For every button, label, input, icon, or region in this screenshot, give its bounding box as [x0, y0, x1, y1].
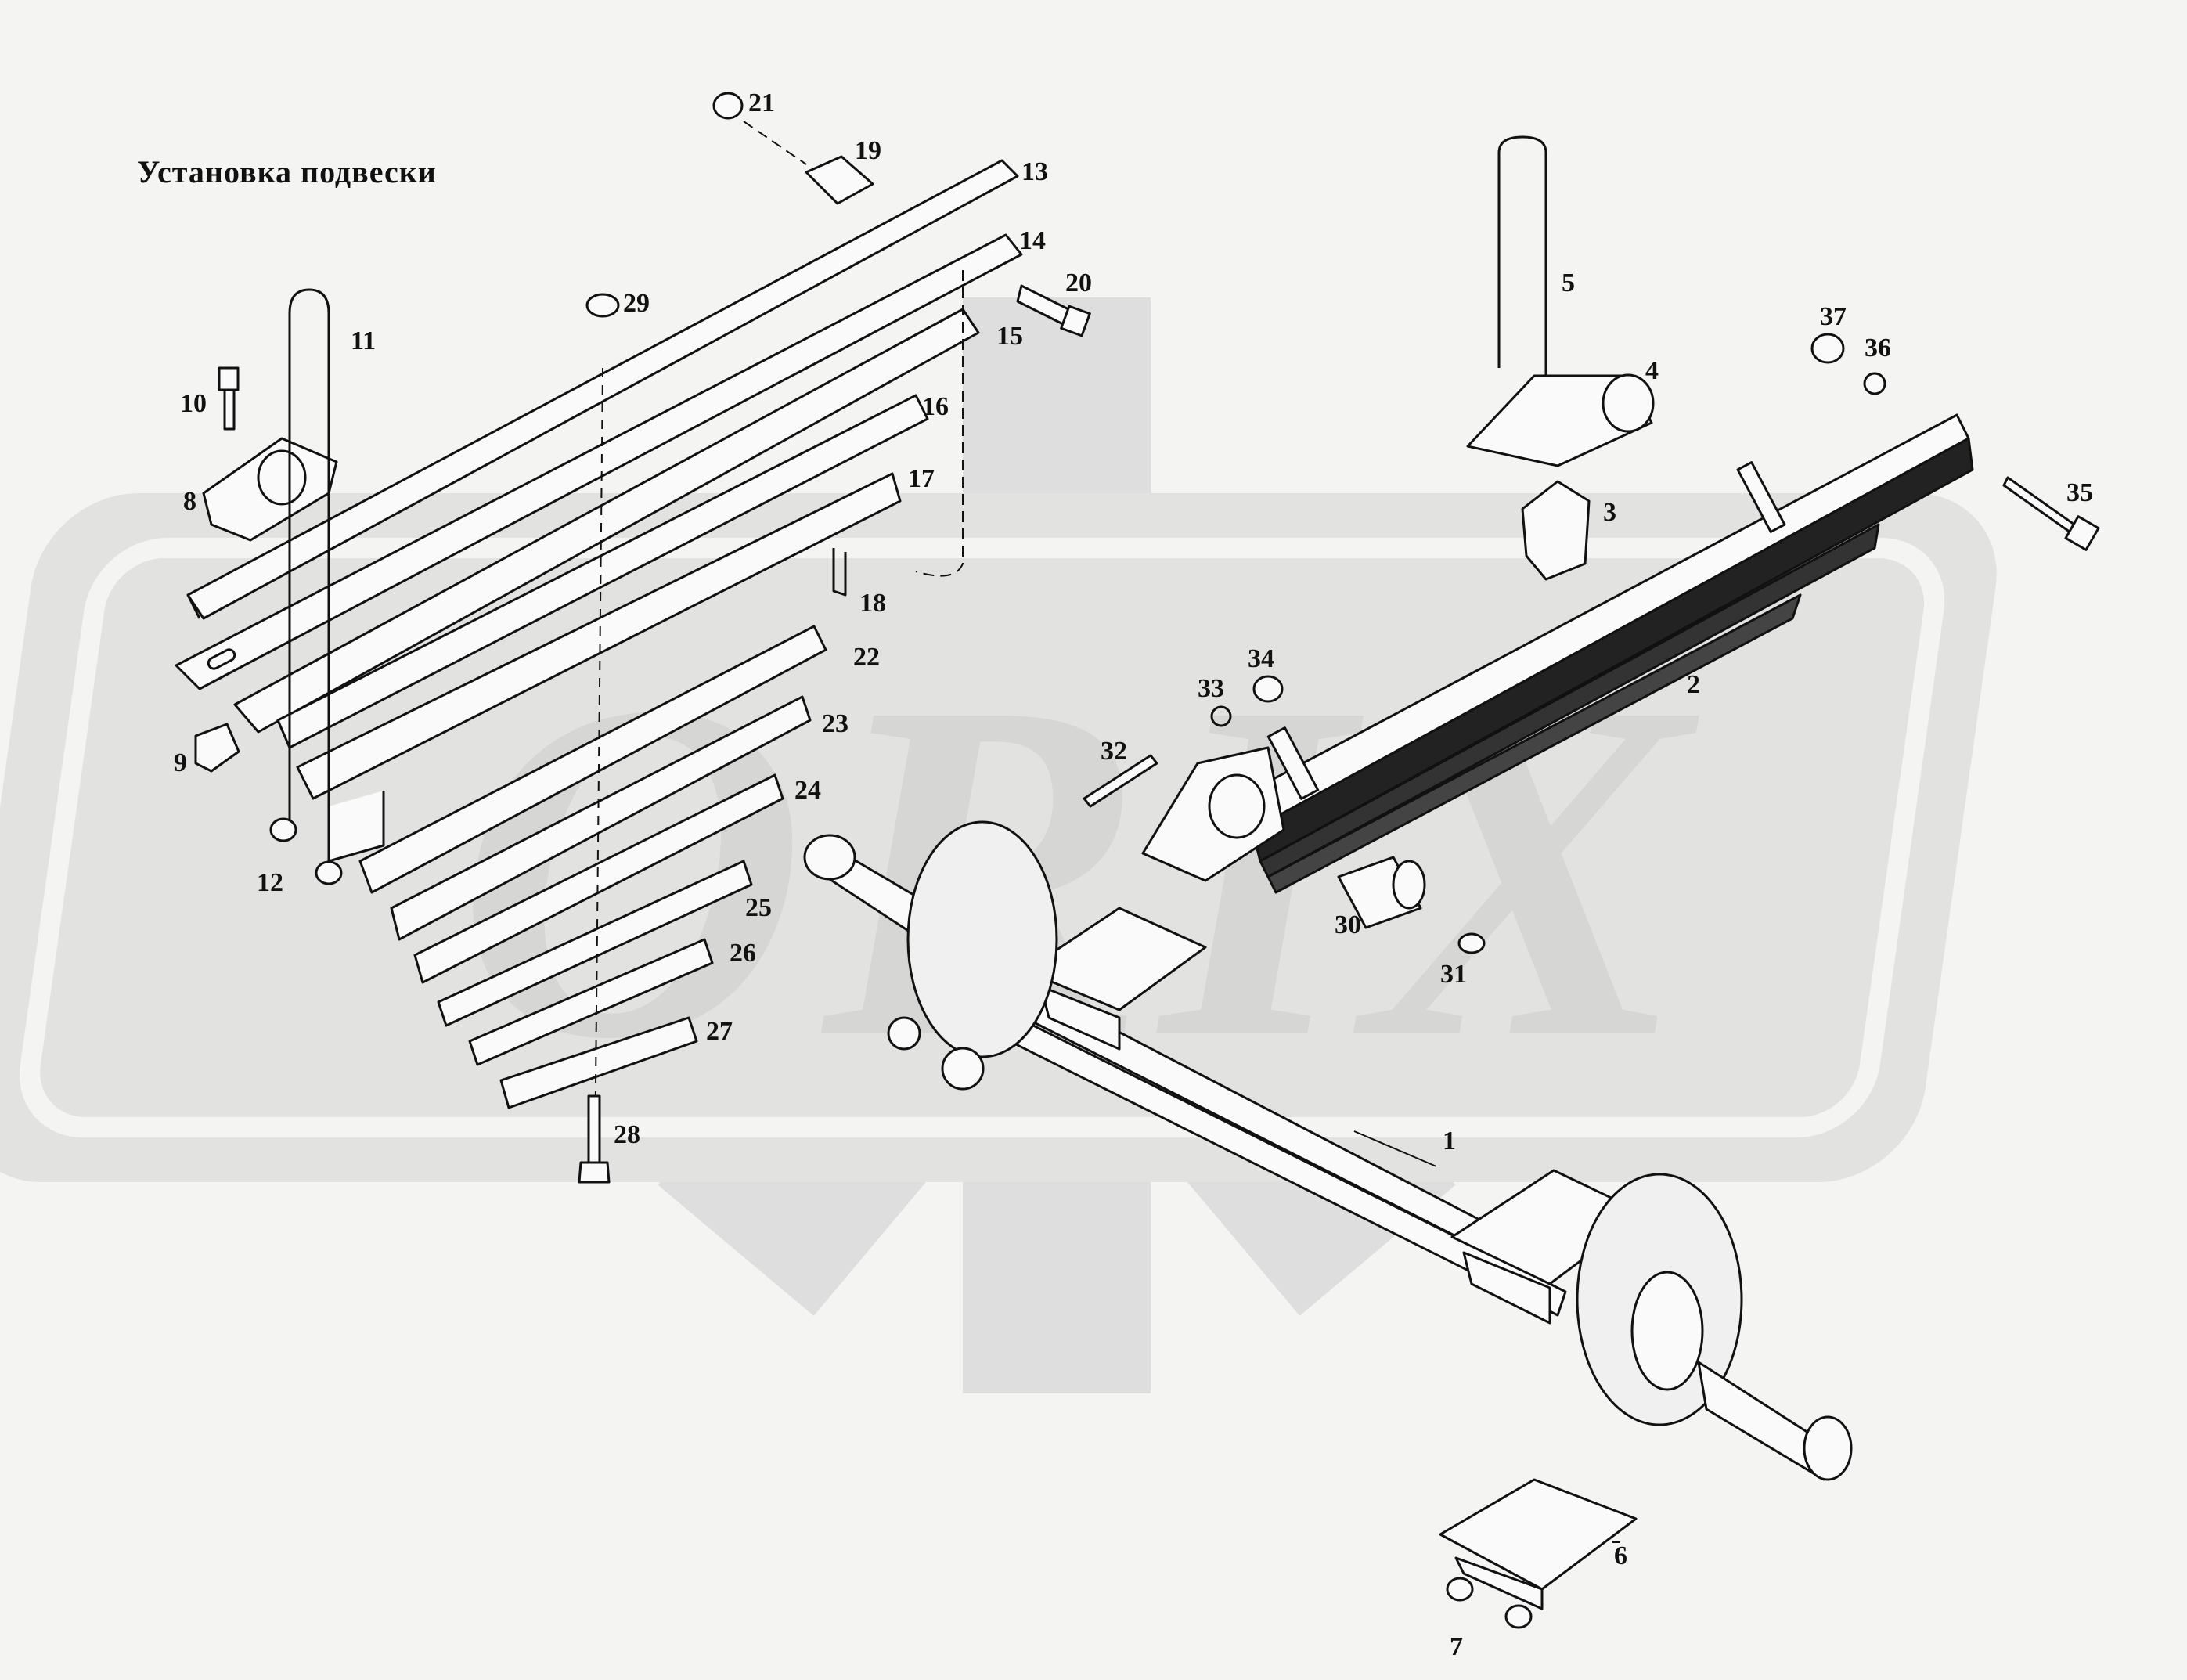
callout-13: 13	[1021, 157, 1048, 186]
callout-4: 4	[1645, 356, 1659, 385]
leaf-16	[276, 394, 929, 749]
axle-1	[803, 834, 1567, 1317]
eye-bracket-2	[1141, 746, 1285, 882]
callout-16: 16	[922, 392, 949, 421]
callout-7: 7	[1450, 1632, 1463, 1661]
callout-32: 32	[1101, 737, 1127, 766]
bolt-35	[2002, 476, 2100, 551]
callout-34: 34	[1248, 644, 1274, 673]
callout-11: 11	[351, 326, 376, 355]
leaf-26	[468, 938, 714, 1066]
leaf-14	[175, 233, 1023, 690]
callout-33: 33	[1198, 674, 1224, 703]
saddle-4	[1466, 373, 1655, 467]
callout-17: 17	[908, 464, 935, 493]
callout-28: 28	[614, 1120, 640, 1149]
stub-axle-right	[1697, 1361, 1853, 1481]
leader-lines	[1353, 1130, 1620, 1543]
callout-2: 2	[1687, 670, 1700, 699]
callout-24: 24	[794, 776, 821, 805]
bolt-10	[218, 366, 240, 431]
leaf-17	[296, 472, 902, 800]
nut-37	[1810, 333, 1845, 364]
leaf-23	[390, 695, 812, 941]
callout-29: 29	[623, 289, 650, 318]
callout-35: 35	[2066, 478, 2093, 507]
callout-37: 37	[1820, 302, 1847, 331]
callout-1: 1	[1443, 1127, 1456, 1155]
callout-8: 8	[183, 487, 196, 516]
spring-pack-2	[1235, 413, 1974, 894]
leaf-27	[499, 1016, 698, 1109]
callout-14: 14	[1019, 226, 1046, 255]
callout-6: 6	[1614, 1541, 1627, 1570]
diagram-title: Установка подвески	[137, 154, 437, 189]
washer-36	[1863, 372, 1886, 395]
bolt-31	[1457, 932, 1486, 954]
callout-31: 31	[1440, 960, 1467, 989]
callout-5: 5	[1562, 269, 1575, 297]
callout-19: 19	[855, 136, 881, 165]
spacer-19	[805, 155, 874, 205]
spring-seat-left	[1024, 907, 1207, 1051]
callout-36: 36	[1865, 333, 1891, 362]
pad-3	[1521, 480, 1591, 581]
callout-20: 20	[1065, 269, 1092, 297]
callout-15: 15	[996, 322, 1023, 351]
callout-30: 30	[1335, 910, 1361, 939]
nut-7	[1446, 1577, 1533, 1629]
bolt-20	[1016, 284, 1091, 337]
ubolt-5	[1497, 135, 1547, 384]
ubolt-11	[288, 288, 330, 869]
callout-22: 22	[853, 643, 880, 672]
nut-29	[585, 293, 620, 318]
callout-21: 21	[748, 88, 775, 117]
plate-6	[1439, 1478, 1638, 1610]
nut-9	[194, 723, 240, 773]
callout-23: 23	[822, 709, 848, 738]
nut-12	[269, 817, 343, 885]
watermark-frame-inner	[19, 538, 1945, 1137]
pin-32	[1083, 754, 1158, 808]
callout-25: 25	[745, 893, 772, 922]
bolt-28	[578, 1094, 611, 1184]
callout-12: 12	[257, 868, 283, 897]
callout-26: 26	[730, 939, 756, 968]
leaf-22	[358, 625, 827, 894]
clip-33	[1210, 705, 1232, 727]
callout-27: 27	[706, 1017, 733, 1046]
callouts: 1 2 3 4 5 6 7 8 9 10 11 12 13 14 15 16 1…	[174, 88, 2093, 1661]
hub-flange-left	[887, 820, 1058, 1091]
callout-3: 3	[1603, 498, 1616, 527]
leaf-24	[413, 773, 784, 984]
callout-9: 9	[174, 748, 187, 777]
pin-30	[1337, 856, 1426, 929]
nut-21	[712, 92, 744, 120]
callout-10: 10	[180, 389, 207, 418]
nut-34	[1252, 675, 1284, 703]
callout-18: 18	[859, 589, 886, 618]
center-axis-left-stack	[594, 367, 603, 1167]
leaf-15	[233, 308, 980, 734]
leaf-25	[437, 860, 753, 1027]
